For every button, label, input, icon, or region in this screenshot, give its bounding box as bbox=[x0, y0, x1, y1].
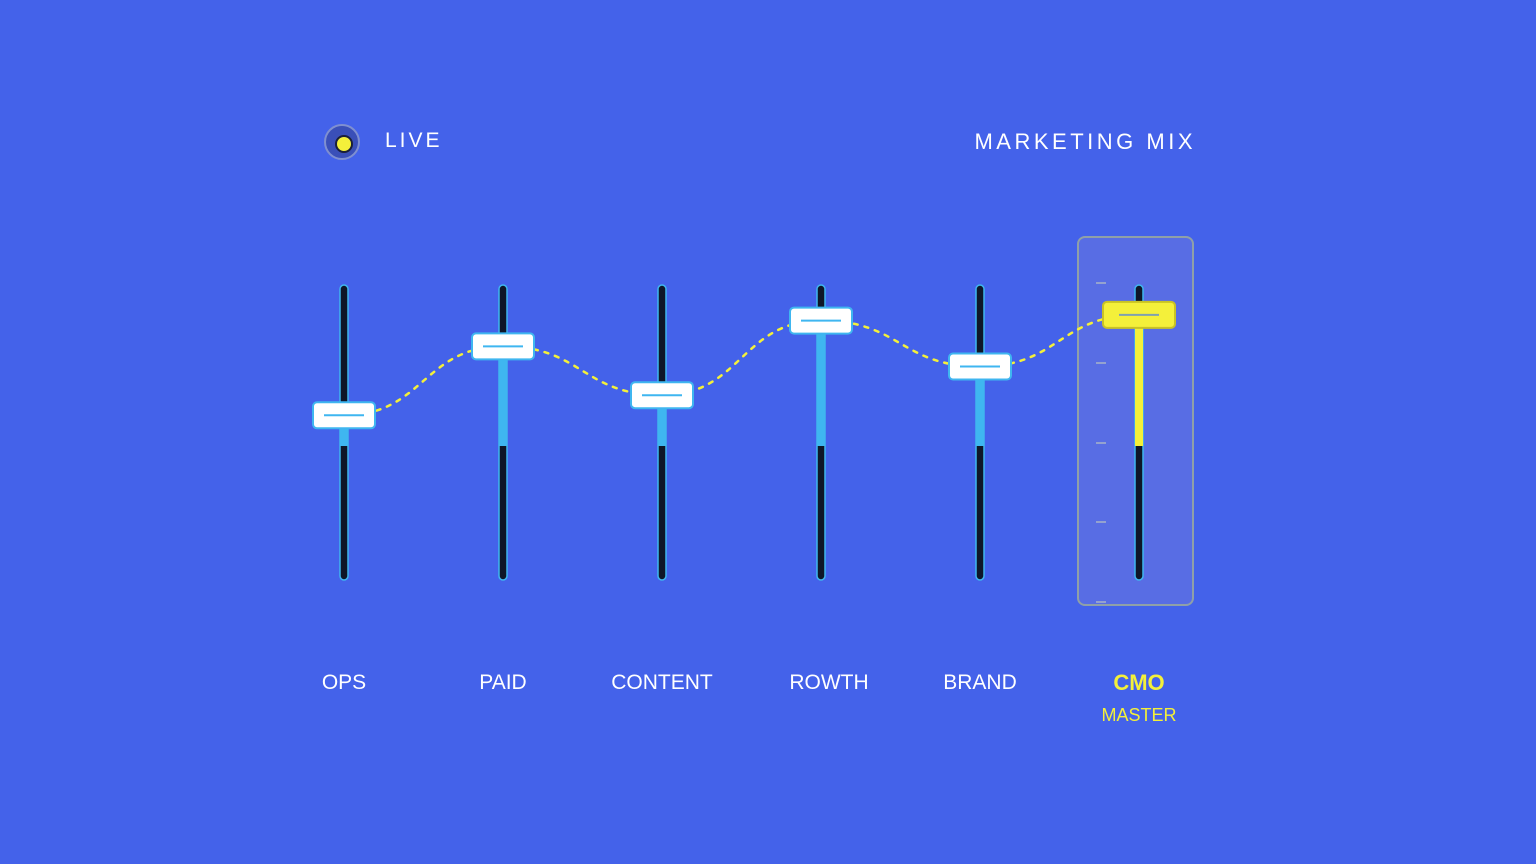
live-indicator-icon bbox=[324, 124, 360, 160]
fader-level-fill bbox=[499, 346, 507, 446]
fader-level-fill bbox=[658, 395, 666, 446]
channel-label-ops: OPS bbox=[321, 671, 367, 694]
fader-level-fill bbox=[340, 415, 348, 446]
channel-sublabel-master: MASTER bbox=[1101, 705, 1177, 725]
channel-label-brand: BRAND bbox=[943, 671, 1017, 694]
fader-level-fill bbox=[1135, 314, 1143, 446]
live-dot-icon bbox=[335, 135, 353, 153]
fader-rowth[interactable] bbox=[789, 284, 853, 581]
page-title: MARKETING MIX bbox=[974, 129, 1196, 154]
mix-curve bbox=[342, 313, 1141, 417]
channel-label-content: CONTENT bbox=[611, 671, 713, 694]
fader-level-fill bbox=[817, 320, 825, 446]
fader-ops[interactable] bbox=[312, 284, 376, 581]
channel-label-cmo: CMO bbox=[1113, 670, 1165, 695]
live-label: LIVE bbox=[385, 129, 443, 152]
fader-level-fill bbox=[976, 366, 984, 446]
fader-content[interactable] bbox=[630, 284, 694, 581]
fader-paid[interactable] bbox=[471, 284, 535, 581]
fader-cmo[interactable] bbox=[1102, 284, 1176, 581]
fader-brand[interactable] bbox=[948, 284, 1012, 581]
channel-label-rowth: ROWTH bbox=[789, 671, 869, 694]
channel-label-paid: PAID bbox=[479, 671, 527, 694]
